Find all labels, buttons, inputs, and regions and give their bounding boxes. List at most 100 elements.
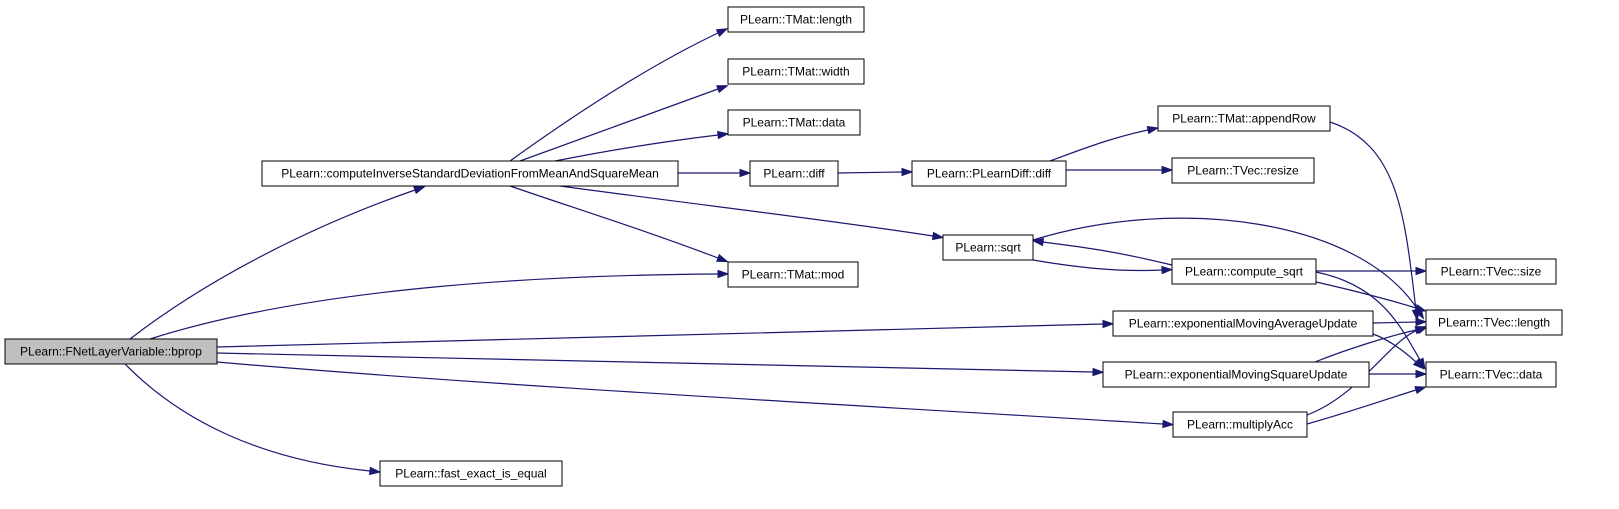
node-computeSqrt[interactable]: PLearn::compute_sqrt	[1171, 258, 1317, 285]
node-label: PLearn::fast_exact_is_equal	[395, 467, 546, 481]
edge-line	[1032, 259, 1163, 272]
node-label: PLearn::FNetLayerVariable::bprop	[20, 345, 202, 359]
edge-arrowhead	[1414, 303, 1428, 312]
node-appendRow[interactable]: PLearn::TMat::appendRow	[1157, 105, 1331, 132]
node-box[interactable]	[1425, 258, 1557, 285]
edge-arrowhead	[369, 466, 382, 476]
node-box[interactable]	[261, 160, 679, 187]
edge-bprop-to-expSq	[216, 352, 1105, 377]
edge-compInv-to-sqrt	[559, 185, 945, 241]
node-label: PLearn::computeInverseStandardDeviationF…	[281, 167, 659, 181]
edge-arrowhead	[715, 28, 729, 38]
edge-plearnDiff-to-appendRow	[1049, 125, 1160, 162]
node-box[interactable]	[749, 160, 839, 187]
node-plearnDiff[interactable]: PLearn::PLearnDiff::diff	[911, 160, 1067, 187]
node-label: PLearn::TVec::data	[1440, 368, 1543, 382]
edge-line	[1372, 321, 1417, 324]
edge-expAvg-to-tvecLength	[1372, 317, 1428, 327]
node-box[interactable]	[4, 338, 218, 365]
node-tmatData[interactable]: PLearn::TMat::data	[727, 109, 861, 136]
node-fastEq[interactable]: PLearn::fast_exact_is_equal	[379, 460, 563, 487]
node-box[interactable]	[1171, 258, 1317, 285]
edge-line	[1314, 329, 1417, 363]
node-box[interactable]	[942, 234, 1034, 261]
node-resize[interactable]: PLearn::TVec::resize	[1171, 157, 1315, 184]
node-box[interactable]	[1102, 361, 1370, 388]
edge-arrowhead	[1102, 319, 1115, 329]
edge-plearnDiff-to-resize	[1066, 165, 1174, 175]
edge-appendRow-to-tvecLength	[1329, 121, 1421, 322]
edge-computeSqrt-to-tvecSize	[1316, 266, 1428, 276]
edge-computeSqrt-to-tvecLength	[1315, 281, 1428, 312]
node-label: PLearn::TMat::width	[742, 65, 849, 79]
node-label: PLearn::TMat::data	[743, 116, 846, 130]
edge-line	[509, 185, 719, 259]
edge-line	[837, 171, 903, 174]
edge-line	[149, 273, 719, 340]
node-tvecLength[interactable]: PLearn::TVec::length	[1425, 309, 1563, 336]
edge-line	[559, 185, 934, 237]
edge-compInv-to-tmatData	[554, 130, 730, 162]
edge-sqrt-to-computeSqrt	[1032, 259, 1174, 275]
edge-line	[1306, 389, 1417, 425]
node-label: PLearn::exponentialMovingSquareUpdate	[1125, 368, 1348, 382]
node-expSq[interactable]: PLearn::exponentialMovingSquareUpdate	[1102, 361, 1370, 388]
node-compInv[interactable]: PLearn::computeInverseStandardDeviationF…	[261, 160, 679, 187]
node-box[interactable]	[1172, 411, 1308, 438]
edge-arrowhead	[716, 253, 729, 263]
edge-line	[1042, 241, 1173, 266]
node-expAvg[interactable]: PLearn::exponentialMovingAverageUpdate	[1112, 310, 1374, 337]
node-box[interactable]	[1112, 310, 1374, 337]
node-box[interactable]	[379, 460, 563, 487]
node-box[interactable]	[727, 6, 865, 33]
node-box[interactable]	[727, 58, 865, 85]
edge-arrowhead	[739, 168, 752, 178]
edge-arrowhead	[716, 130, 730, 140]
edge-line	[509, 32, 719, 162]
edge-line	[554, 134, 719, 162]
edge-line	[216, 323, 1104, 348]
node-tmatMod[interactable]: PLearn::TMat::mod	[727, 261, 859, 288]
node-bprop[interactable]: PLearn::FNetLayerVariable::bprop	[4, 338, 218, 365]
edge-arrowhead	[901, 167, 914, 177]
edge-arrowhead	[1415, 369, 1428, 379]
node-box[interactable]	[727, 109, 861, 136]
edge-expSq-to-tvecData	[1369, 369, 1428, 379]
node-box[interactable]	[1171, 157, 1315, 184]
edge-line	[216, 361, 1164, 425]
node-label: PLearn::PLearnDiff::diff	[927, 167, 1052, 181]
node-sqrt[interactable]: PLearn::sqrt	[942, 234, 1034, 261]
node-label: PLearn::exponentialMovingAverageUpdate	[1129, 317, 1358, 331]
node-tvecSize[interactable]: PLearn::TVec::size	[1425, 258, 1557, 285]
node-label: PLearn::TMat::appendRow	[1172, 112, 1316, 126]
node-tvecData[interactable]: PLearn::TVec::data	[1425, 361, 1557, 388]
edge-bprop-to-fastEq	[124, 363, 382, 476]
edge-compInv-to-diff	[678, 168, 752, 178]
node-box[interactable]	[1425, 361, 1557, 388]
edge-arrowhead	[1415, 317, 1428, 327]
edge-line	[124, 363, 371, 472]
edge-line	[1315, 281, 1417, 309]
node-label: PLearn::TVec::size	[1441, 265, 1542, 279]
node-diff[interactable]: PLearn::diff	[749, 160, 839, 187]
edge-arrowhead	[1416, 326, 1429, 335]
node-multAcc[interactable]: PLearn::multiplyAcc	[1172, 411, 1308, 438]
edge-computeSqrt-to-sqrt	[1031, 237, 1173, 266]
node-tmatLength[interactable]: PLearn::TMat::length	[727, 6, 865, 33]
edge-expAvg-to-tvecData	[1372, 333, 1425, 370]
edge-line	[519, 88, 719, 162]
node-box[interactable]	[911, 160, 1067, 187]
node-box[interactable]	[727, 261, 859, 288]
node-tmatWidth[interactable]: PLearn::TMat::width	[727, 58, 865, 85]
node-box[interactable]	[1425, 309, 1563, 336]
edge-multAcc-to-tvecLength	[1306, 326, 1429, 416]
node-box[interactable]	[1157, 105, 1331, 132]
node-label: PLearn::compute_sqrt	[1185, 265, 1304, 279]
edge-line	[1306, 329, 1419, 416]
edge-arrowhead	[1414, 386, 1428, 395]
node-label: PLearn::multiplyAcc	[1187, 418, 1293, 432]
edge-arrowhead	[1415, 266, 1428, 276]
node-label: PLearn::sqrt	[955, 241, 1021, 255]
edge-bprop-to-tmatMod	[149, 269, 730, 340]
